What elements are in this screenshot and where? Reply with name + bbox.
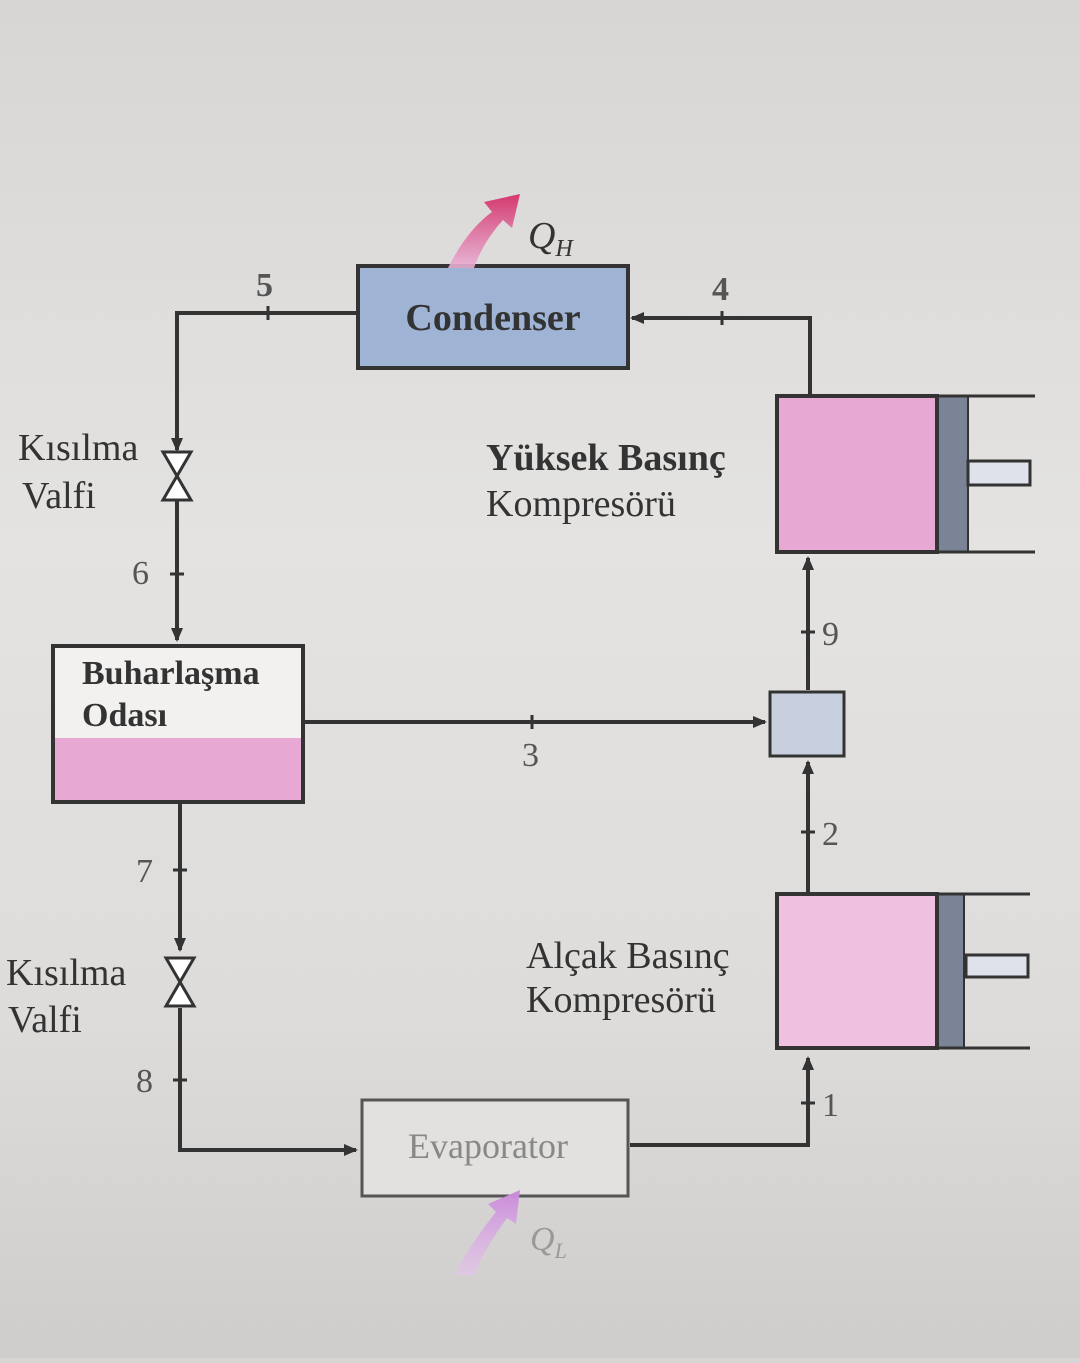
- pipe-1: [630, 1056, 814, 1147]
- state-4: 4: [712, 271, 729, 308]
- high-pressure-compressor: [775, 394, 1035, 554]
- flash-chamber-label-2: Odası: [82, 697, 167, 734]
- q-high-label: QH: [528, 215, 574, 262]
- q-high-arrow: QH: [448, 194, 574, 268]
- pipe-8: [178, 1008, 358, 1156]
- valve-bottom: [163, 956, 197, 1008]
- condenser-label: Condenser: [405, 297, 580, 339]
- state-3: 3: [522, 737, 539, 774]
- mixing-chamber: [768, 690, 846, 758]
- high-compressor-label-1: Yüksek Basınç: [486, 437, 726, 479]
- low-compressor-rod: [964, 953, 1030, 979]
- evaporator-label: Evaporator: [408, 1126, 568, 1166]
- flash-chamber: Buharlaşma Odası: [51, 644, 305, 804]
- state-5: 5: [256, 267, 273, 304]
- state-7: 7: [136, 853, 153, 890]
- state-2: 2: [822, 816, 839, 853]
- high-compressor-rod: [966, 459, 1032, 487]
- high-compressor-piston: [937, 395, 969, 553]
- valve-top-label-2: Valfi: [22, 475, 96, 517]
- flash-chamber-label-1: Buharlaşma: [82, 655, 260, 692]
- state-ticks: [170, 306, 815, 1105]
- evaporator: Evaporator: [360, 1098, 630, 1198]
- condenser: Condenser: [356, 264, 630, 370]
- piping: [171, 311, 814, 1156]
- low-pressure-compressor: [775, 892, 1030, 1050]
- low-compressor-piston: [937, 893, 965, 1049]
- state-6: 6: [132, 555, 149, 592]
- pipe-4: [630, 312, 812, 395]
- low-compressor-label-1: Alçak Basınç: [526, 935, 730, 977]
- flash-chamber-liquid: [55, 738, 301, 800]
- valve-top: [160, 450, 194, 502]
- state-1: 1: [822, 1087, 839, 1124]
- state-9: 9: [822, 616, 839, 653]
- pipe-5: [171, 311, 358, 452]
- valve-top-label-1: Kısılma: [18, 427, 138, 469]
- valve-bottom-label-1: Kısılma: [6, 952, 126, 994]
- low-compressor-label-2: Kompresörü: [526, 979, 716, 1021]
- valve-bottom-label-2: Valfi: [8, 999, 82, 1041]
- q-low-arrow: QL: [455, 1190, 567, 1275]
- high-compressor-label-2: Kompresörü: [486, 483, 676, 525]
- q-low-label: QL: [530, 1221, 567, 1263]
- state-8: 8: [136, 1063, 153, 1100]
